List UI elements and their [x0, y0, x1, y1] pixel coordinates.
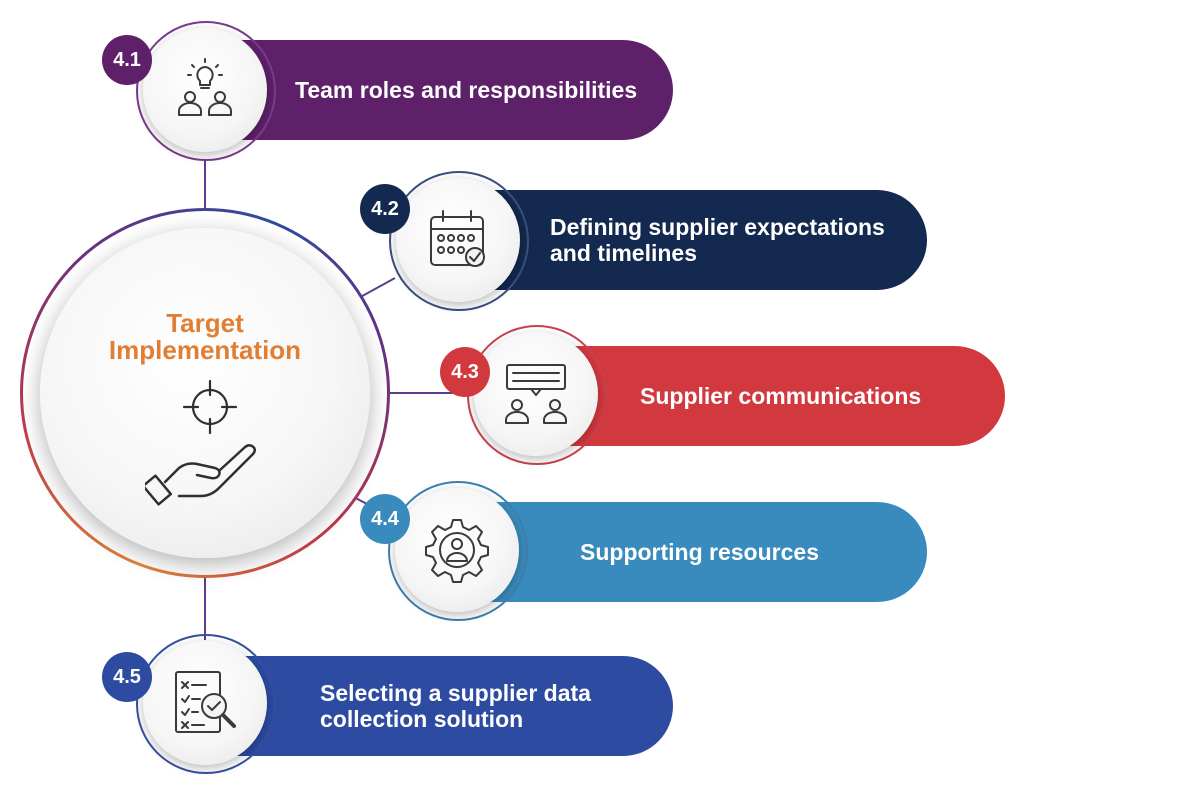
step-4-2-bar: Defining supplier expectations and timel… — [455, 190, 927, 290]
step-4-4-ring — [388, 481, 528, 621]
step-4-1-circle — [143, 28, 267, 152]
step-4-5-number: 4.5 — [113, 665, 141, 688]
step-4-5-badge: 4.5 — [102, 652, 152, 702]
checklist-magnifier-icon — [170, 668, 240, 738]
gear-person-icon — [422, 515, 492, 585]
step-4-1-ring — [136, 21, 276, 161]
step-4-4-number: 4.4 — [371, 507, 399, 530]
step-4-3-label: Supplier communications — [640, 383, 922, 409]
step-4-4-label: Supporting resources — [580, 539, 819, 565]
center-circle — [40, 228, 370, 558]
team-idea-icon — [170, 55, 240, 125]
people-speech-icon — [501, 359, 571, 429]
center-title-line2: Implementation — [108, 335, 302, 365]
step-4-2-circle — [396, 178, 520, 302]
step-4-3-bar: Supplier communications — [540, 346, 1005, 446]
step-4-4-circle — [395, 488, 519, 612]
step-4-2-ring — [389, 171, 529, 311]
step-4-3-badge: 4.3 — [440, 347, 490, 397]
step-4-4-bar: Supporting resources — [460, 502, 927, 602]
step-4-2-number: 4.2 — [371, 197, 399, 220]
open-hand-icon — [145, 440, 265, 510]
step-4-3-circle — [474, 332, 598, 456]
step-4-2-badge: 4.2 — [360, 184, 410, 234]
step-4-2-label: Defining supplier expectations and timel… — [550, 214, 885, 266]
step-4-1-label: Team roles and responsibilities — [295, 77, 638, 103]
step-4-1-number: 4.1 — [113, 48, 141, 71]
calendar-check-icon — [423, 205, 493, 275]
step-4-1-badge: 4.1 — [102, 35, 152, 85]
crosshair-target-icon — [180, 377, 240, 437]
step-4-5-ring — [136, 634, 276, 774]
step-4-5-circle — [143, 641, 267, 765]
step-4-4-badge: 4.4 — [360, 494, 410, 544]
step-4-1-bar: Team roles and responsibilities — [200, 40, 673, 140]
center-title-line1: Target — [166, 308, 244, 338]
step-4-3-number: 4.3 — [451, 360, 479, 383]
center-title: Target Implementation — [70, 310, 340, 364]
step-4-5-label: Selecting a supplier data collection sol… — [320, 680, 591, 732]
step-4-5-bar: Selecting a supplier data collection sol… — [200, 656, 673, 756]
